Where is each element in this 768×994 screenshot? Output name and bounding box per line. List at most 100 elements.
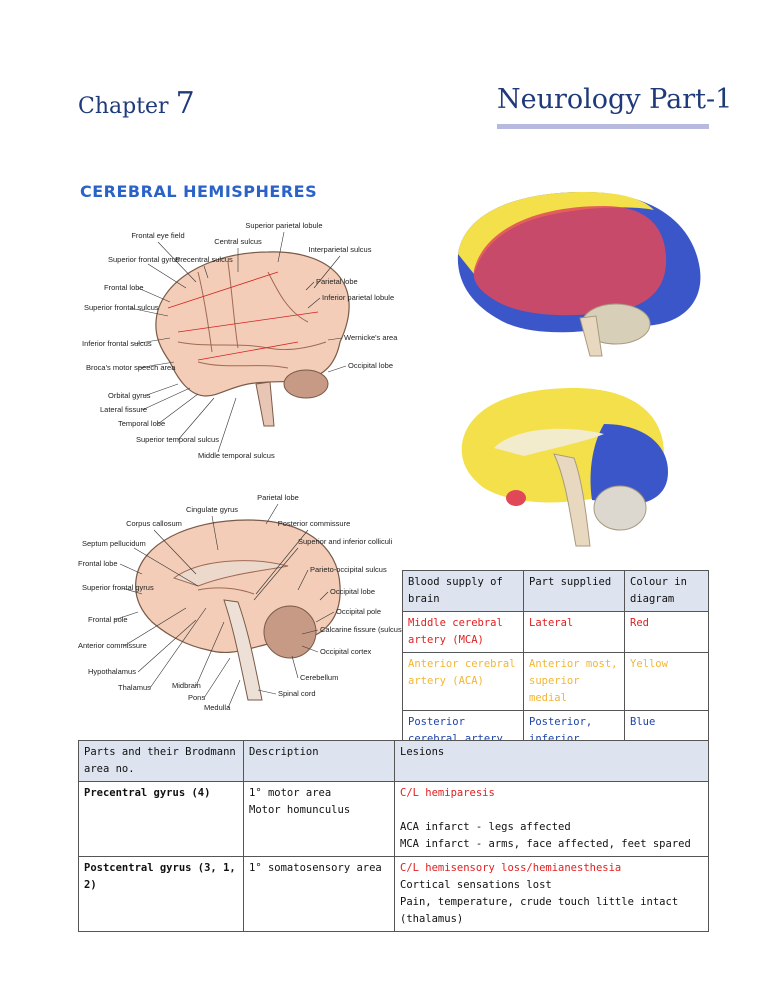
colour-cell: Red (624, 611, 709, 653)
lateral-blood-supply-diagram (457, 192, 701, 357)
description-line: 1° somatosensory area (249, 862, 382, 874)
table-header-row: Blood supply of brain Part supplied Colo… (402, 570, 709, 612)
artery-cell: Anterior cerebral artery (ACA) (402, 652, 524, 711)
label-spinal-cord: Spinal cord (278, 689, 316, 698)
header-colour: Colour in diagram (624, 570, 709, 612)
part-cell: Lateral (523, 611, 625, 653)
label-calcarine-fissure: Calcarine fissure (sulcus) (320, 625, 402, 634)
label-parieto-occipital-sulcus: Parieto-occipital sulcus (310, 565, 387, 574)
label-frontal-lobe: Frontal lobe (104, 283, 144, 292)
part-cell: Postcentral gyrus (3, 1, 2) (78, 856, 244, 932)
brainstem-lateral (579, 315, 603, 357)
colour-cell: Yellow (624, 652, 709, 711)
label-medulla: Medulla (204, 703, 231, 712)
title-underline (497, 124, 709, 129)
label-lateral-fissure: Lateral fissure (100, 405, 147, 414)
brainstem-medial (553, 453, 591, 547)
chapter-number: 7 (175, 86, 195, 121)
medial-leader-lines (113, 503, 335, 709)
label-brocas-area: Broca's motor speech area (86, 363, 176, 372)
part-cell: Anterior most, superior medial (523, 652, 625, 711)
medial-brain-labels: Parietal lobe Cingulate gyrus Corpus cal… (78, 493, 402, 712)
lesions-cell: C/L hemiparesis ACA infarct - legs affec… (394, 781, 709, 857)
label-septum-pellucidum: Septum pellucidum (82, 539, 146, 548)
lesion-line: Cortical sensations lost (400, 879, 552, 891)
label-temporal-lobe: Temporal lobe (118, 419, 165, 428)
lesion-line: MCA infarct - arms, face affected, feet … (400, 838, 691, 850)
label-frontal-lobe-medial: Frontal lobe (78, 559, 118, 568)
lesion-line: Pain, temperature, crude touch little in… (400, 896, 679, 925)
label-anterior-commissure: Anterior commissure (78, 641, 147, 650)
label-thalamus: Thalamus (118, 683, 151, 692)
table-row: Precentral gyrus (4) 1° motor area Motor… (78, 781, 709, 857)
label-hypothalamus: Hypothalamus (88, 667, 136, 676)
chapter-label: Chapter 7 (78, 86, 195, 121)
label-precentral-sulcus: Precentral sulcus (175, 255, 233, 264)
lesion-highlight: C/L hemiparesis (400, 787, 495, 799)
label-pons: Pons (188, 693, 205, 702)
lesion-line: ACA infarct - legs affected (400, 821, 571, 833)
lesion-highlight: C/L hemisensory loss/hemianesthesia (400, 862, 622, 874)
header-part-supplied: Part supplied (523, 570, 625, 612)
label-frontal-pole: Frontal pole (88, 615, 128, 624)
section-heading: CEREBRAL HEMISPHERES (80, 182, 318, 201)
part-cell: Precentral gyrus (4) (78, 781, 244, 857)
label-wernickes-area: Wernicke's area (344, 333, 398, 342)
artery-cell: Middle cerebral artery (MCA) (402, 611, 524, 653)
mca-territory-lateral (473, 206, 667, 316)
lateral-brain-diagram: Frontal eye field Central sulcus Superio… (82, 221, 398, 460)
label-midbrain: Midbrain (172, 681, 201, 690)
label-occipital-cortex: Occipital cortex (320, 647, 372, 656)
lateral-leader-lines (129, 231, 347, 453)
label-corpus-callosum: Corpus callosum (126, 519, 182, 528)
label-central-sulcus: Central sulcus (214, 237, 262, 246)
label-inferior-parietal-lobule: Inferior parietal lobule (322, 293, 394, 302)
label-superior-frontal-gyrus: Superior frontal gyrus (108, 255, 180, 264)
header-blood-supply: Blood supply of brain (402, 570, 524, 612)
mca-territory-medial (506, 490, 526, 506)
label-occipital-lobe-medial: Occipital lobe (330, 587, 375, 596)
blood-supply-table: Blood supply of brain Part supplied Colo… (402, 570, 709, 769)
label-cingulate-gyrus: Cingulate gyrus (186, 505, 238, 514)
cerebellum-medial (593, 485, 647, 531)
label-occipital-lobe: Occipital lobe (348, 361, 393, 370)
lesions-cell: C/L hemisensory loss/hemianesthesia Cort… (394, 856, 709, 932)
lesion-spacer (400, 802, 703, 819)
description-cell: 1° somatosensory area (243, 856, 395, 932)
description-cell: 1° motor area Motor homunculus (243, 781, 395, 857)
table-header-row: Parts and their Brodmann area no. Descri… (78, 740, 709, 782)
label-parietal-lobe-medial: Parietal lobe (257, 493, 299, 502)
header-parts: Parts and their Brodmann area no. (78, 740, 244, 782)
header-description: Description (243, 740, 395, 782)
pca-territory-medial (590, 424, 668, 505)
label-orbital-gyrus: Orbital gyrus (108, 391, 151, 400)
label-occipital-pole: Occipital pole (336, 607, 381, 616)
label-superior-frontal-sulcus: Superior frontal sulcus (84, 303, 159, 312)
chapter-word: Chapter (78, 94, 169, 119)
header-lesions: Lesions (394, 740, 709, 782)
description-line: 1° motor area (249, 787, 332, 799)
aca-territory-lateral (458, 192, 654, 274)
medial-blood-supply-diagram (461, 388, 668, 547)
table-row: Anterior cerebral artery (ACA) Anterior … (402, 652, 709, 711)
lateral-brain-labels: Frontal eye field Central sulcus Superio… (82, 221, 398, 460)
label-superior-temporal-sulcus: Superior temporal sulcus (136, 435, 219, 444)
parts-lesions-table: Parts and their Brodmann area no. Descri… (78, 740, 709, 932)
label-frontal-eye-field: Frontal eye field (131, 231, 184, 240)
corpus-callosum-medial (494, 428, 604, 456)
table-row: Postcentral gyrus (3, 1, 2) 1° somatosen… (78, 856, 709, 932)
label-parietal-lobe: Parietal lobe (316, 277, 358, 286)
description-line: Motor homunculus (249, 804, 351, 816)
lateral-brain-illustration (155, 251, 350, 427)
label-inferior-frontal-sulcus: Inferior frontal sulcus (82, 339, 152, 348)
table-row: Middle cerebral artery (MCA) Lateral Red (402, 611, 709, 653)
medial-brain-diagram: Parietal lobe Cingulate gyrus Corpus cal… (78, 493, 402, 712)
label-cerebellum-medial: Cerebellum (300, 673, 338, 682)
label-interparietal-sulcus: Interparietal sulcus (309, 245, 372, 254)
label-superior-parietal-lobule: Superior parietal lobule (245, 221, 322, 230)
label-colliculi: Superior and inferior colliculi (298, 537, 393, 546)
page-title: Neurology Part-1 (497, 84, 733, 115)
label-superior-frontal-gyrus-medial: Superior frontal gyrus (82, 583, 154, 592)
label-middle-temporal-sulcus: Middle temporal sulcus (198, 451, 275, 460)
label-posterior-commissure: Posterior commissure (278, 519, 351, 528)
